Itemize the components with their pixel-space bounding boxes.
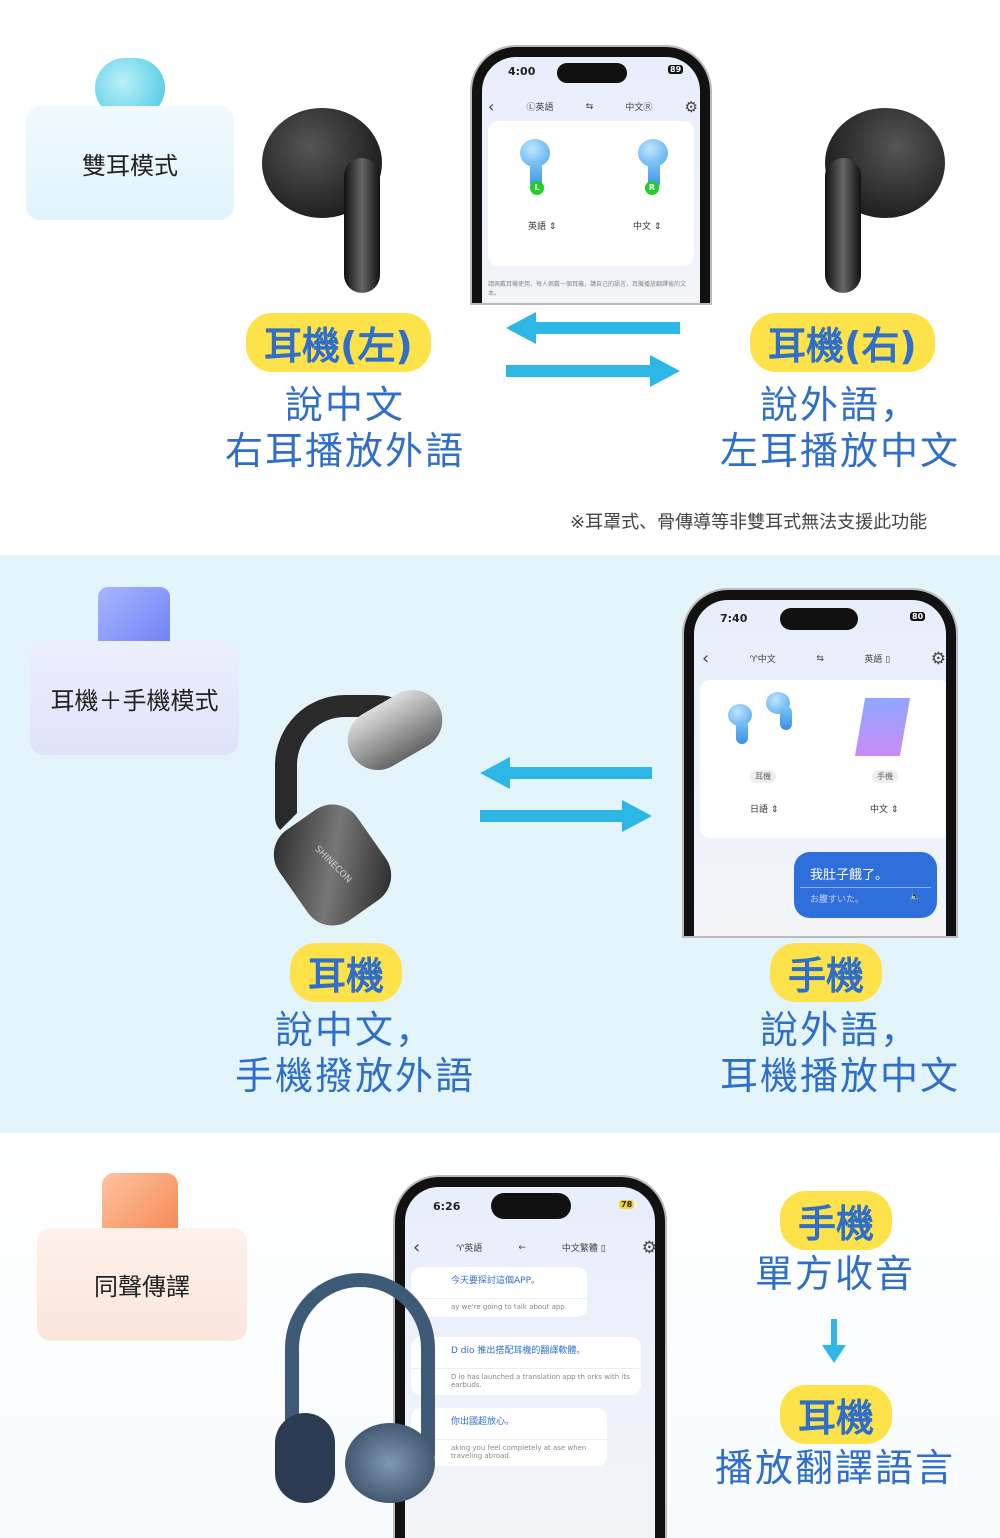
phone-screen-earbud-phone: 7:40 80 ‹ ♈中文 ⇆ 英語 ▯ ⚙ 耳機 手機 日語 ⇕ 中文 ⇕ 我… bbox=[684, 590, 956, 936]
back-icon[interactable]: ‹ bbox=[702, 648, 710, 669]
message-bubble: 我肚子餓了。 お腹すいた。🔈 bbox=[794, 852, 937, 918]
label-earbud: 耳機 bbox=[780, 1385, 893, 1444]
mode-card-earbud-phone: 耳機＋手機模式 bbox=[30, 641, 239, 755]
left-lang[interactable]: ♈英語 bbox=[456, 1244, 483, 1254]
right-lang[interactable]: 中文繁體 ▯ bbox=[561, 1244, 606, 1254]
gear-icon[interactable]: ⚙ bbox=[641, 1237, 657, 1258]
speaker-icon[interactable]: 🔈 bbox=[909, 892, 921, 902]
arrow-left-icon bbox=[505, 767, 652, 779]
message-item: D dio 推出搭配耳機的翻譯軟體。D io has launched a tr… bbox=[411, 1337, 641, 1395]
mode-card-simultaneous: 同聲傳譯 bbox=[37, 1228, 247, 1341]
arrow-right-icon bbox=[506, 365, 656, 377]
label-earbud: 耳機 bbox=[290, 943, 403, 1002]
left-desc: 說中文，手機撥放外語 bbox=[234, 1008, 475, 1098]
support-note: ※耳罩式、骨傳導等非雙耳式無法支援此功能 bbox=[570, 512, 928, 533]
left-language-select[interactable]: 英語 ⇕ bbox=[528, 222, 557, 232]
arrow-down-icon bbox=[831, 1319, 837, 1349]
section-earbud-phone: 耳機＋手機模式 SHINECON 7:40 80 ‹ ♈中文 ⇆ 英語 ▯ ⚙ … bbox=[0, 555, 1000, 1133]
headphones-image bbox=[275, 1273, 445, 1503]
gear-icon[interactable]: ⚙ bbox=[684, 97, 698, 116]
left-lang[interactable]: Ⓛ英語 bbox=[526, 103, 554, 113]
right-lang[interactable]: 中文Ⓡ bbox=[625, 103, 653, 113]
top-desc: 單方收音 bbox=[754, 1252, 915, 1296]
right-desc: 說外語，左耳播放中文 bbox=[719, 383, 960, 473]
swap-icon[interactable]: ⇆ bbox=[816, 653, 824, 664]
swap-icon[interactable]: ⇆ bbox=[585, 101, 594, 112]
right-earbud-image bbox=[810, 98, 945, 293]
back-icon[interactable]: ‹ bbox=[488, 97, 495, 116]
message-item: 你出國超放心。aking you feel completely at ase … bbox=[411, 1408, 607, 1466]
arrow-right-icon bbox=[480, 810, 627, 822]
bottom-desc: 播放翻譯語言 bbox=[714, 1446, 955, 1490]
label-right-earbud: 耳機(右) bbox=[750, 313, 935, 372]
message-item: 今天要探討這個APP。ay we're going to talk about … bbox=[411, 1267, 587, 1317]
phone-screen-simultaneous: 6:26 78 ‹ ♈英語 ← 中文繁體 ▯ ⚙ 今天要探討這個APP。ay w… bbox=[395, 1177, 665, 1538]
left-desc: 說中文右耳播放外語 bbox=[224, 383, 465, 473]
phone-graphic bbox=[854, 698, 911, 756]
left-lang[interactable]: ♈中文 bbox=[749, 655, 776, 665]
left-earbud-image bbox=[262, 98, 397, 293]
direction-arrow-icon: ← bbox=[518, 1242, 526, 1253]
gear-icon[interactable]: ⚙ bbox=[930, 648, 946, 669]
mode-card-dual-ear: 雙耳模式 bbox=[26, 106, 234, 220]
arrow-left-icon bbox=[530, 322, 680, 334]
right-language-select[interactable]: 中文 ⇕ bbox=[633, 222, 662, 232]
phone-language-select[interactable]: 中文 ⇕ bbox=[870, 805, 899, 815]
section-dual-ear: 雙耳模式 4:00 89 ‹ Ⓛ英語 ⇆ 中文Ⓡ ⚙ L R 英語 ⇕ 中文 ⇕… bbox=[0, 0, 1000, 555]
label-left-earbud: 耳機(左) bbox=[246, 313, 431, 372]
right-lang[interactable]: 英語 ▯ bbox=[864, 655, 891, 665]
phone-screen-dual: 4:00 89 ‹ Ⓛ英語 ⇆ 中文Ⓡ ⚙ L R 英語 ⇕ 中文 ⇕ 請佩戴耳… bbox=[472, 47, 710, 303]
open-ear-earbud-image: SHINECON bbox=[262, 679, 454, 938]
earbud-language-select[interactable]: 日語 ⇕ bbox=[750, 805, 779, 815]
label-phone: 手機 bbox=[770, 943, 883, 1002]
section-simultaneous: 同聲傳譯 6:26 78 ‹ ♈英語 ← 中文繁體 ▯ ⚙ 今天要探討這個APP… bbox=[0, 1133, 1000, 1538]
right-desc: 說外語，耳機播放中文 bbox=[719, 1008, 960, 1098]
back-icon[interactable]: ‹ bbox=[413, 1237, 421, 1258]
label-phone: 手機 bbox=[780, 1191, 893, 1250]
